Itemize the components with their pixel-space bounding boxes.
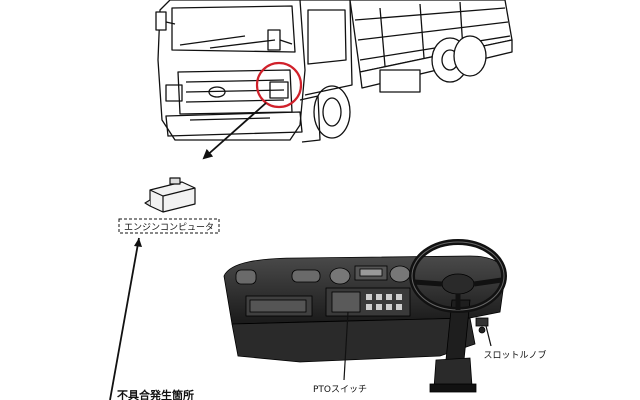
fault-leader-arrow-tip (134, 238, 142, 247)
ecu-icon (144, 177, 196, 213)
fault-location-label: 不具合発生箇所 (117, 388, 194, 400)
ecu-label: エンジンコンピュータ (124, 222, 214, 233)
throttle-leader (485, 325, 492, 347)
pointer-arrow (202, 102, 267, 160)
dashboard-illustration (223, 239, 507, 393)
pto-leader (343, 311, 349, 381)
throttle-knob-label: スロットルノブ (483, 349, 546, 361)
fault-leader (109, 237, 140, 400)
ecu-label-box (118, 218, 220, 234)
highlight-circle (255, 61, 303, 109)
pto-switch-label: PTOスイッチ (313, 384, 367, 395)
truck-illustration (155, 0, 513, 143)
